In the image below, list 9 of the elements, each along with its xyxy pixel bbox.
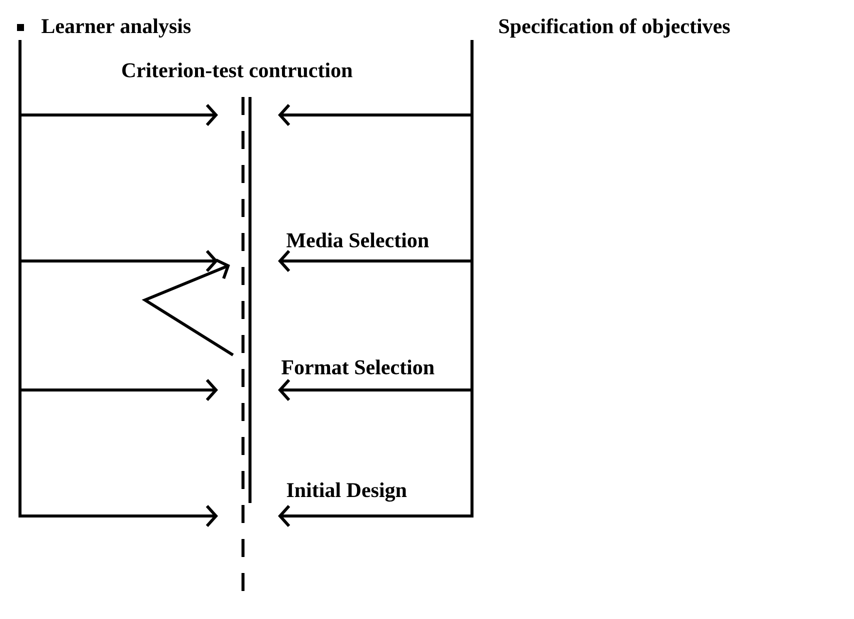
step-label: Format Selection (280, 358, 436, 376)
arrow (142, 258, 234, 356)
step-label: Criterion-test contruction (120, 62, 354, 78)
step-label: Media Selection (285, 232, 430, 248)
arrow (278, 40, 474, 527)
arrow (18, 40, 218, 527)
step-label: Initial Design (285, 481, 408, 503)
step-label: Learner analysis (40, 17, 192, 39)
step-label: Specification of objectives (497, 17, 732, 39)
